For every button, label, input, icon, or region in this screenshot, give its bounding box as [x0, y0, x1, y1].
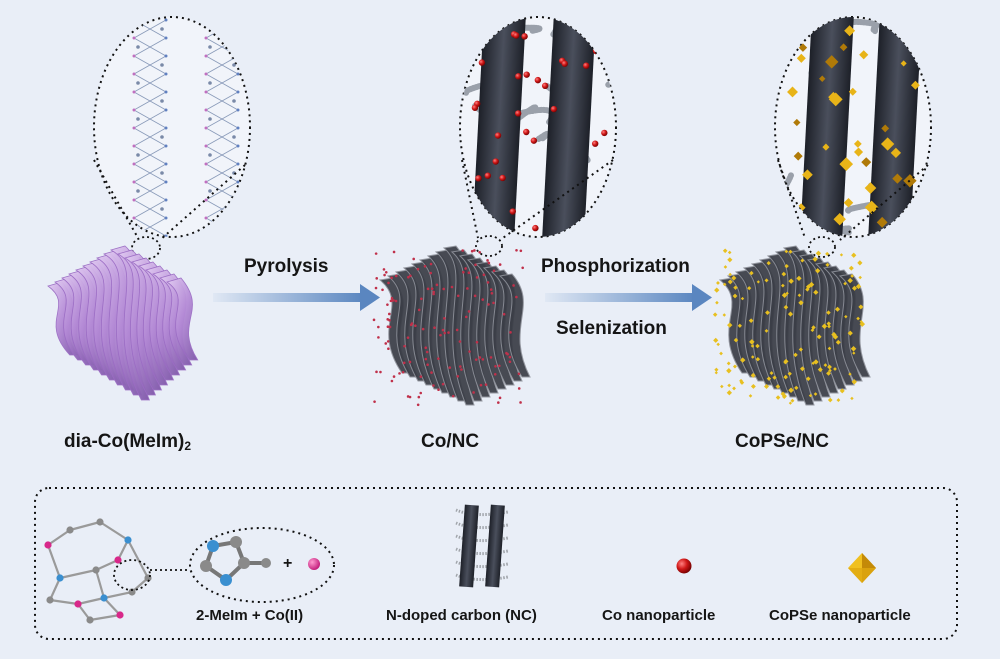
zoom-spot [113, 559, 151, 591]
carbon-strip-icon [455, 504, 509, 588]
zoom-line [777, 159, 806, 239]
zoom-spot [131, 236, 161, 260]
zoom-spot [808, 236, 836, 258]
carbon-strip [471, 17, 527, 237]
carbon-strip [867, 17, 923, 237]
magnified-mof-view [93, 16, 251, 260]
imidazole-icon [200, 536, 271, 586]
zoom-line [499, 159, 614, 241]
legend-ligand-label: 2-MeIm + Co(II) [196, 607, 304, 624]
co-ion-icon [308, 558, 320, 570]
legend-box [34, 487, 958, 640]
step-pyrolysis-label: Pyrolysis [244, 256, 329, 277]
step-selenization-label: Selenization [556, 318, 667, 339]
step-phosphorization-label: Phosphorization [541, 256, 690, 277]
mof-lattice [132, 18, 240, 237]
copse-nanoparticles [787, 25, 920, 236]
zoom-line [839, 164, 929, 241]
mof-flower [47, 245, 199, 401]
copse-nanoparticle-icon [848, 553, 876, 583]
mof-cage-icon [44, 518, 152, 624]
carbon-strip [799, 17, 855, 237]
intermediate-name: Co/NC [421, 431, 480, 452]
precursor-name-main: dia-Co(MeIm) [64, 431, 185, 452]
legend-co-label: Co nanoparticle [602, 607, 716, 624]
arrow-pyrolysis [213, 284, 380, 311]
copse-flower [712, 245, 871, 406]
arrow-phosphorization [545, 284, 712, 311]
conc-flower [372, 245, 531, 407]
precursor-name-subscript: 2 [184, 439, 192, 453]
zoom-line [159, 164, 246, 241]
legend-carbon-label: N-doped carbon (NC) [386, 607, 537, 624]
carbon-strip [541, 17, 597, 237]
legend-plus: + [283, 555, 293, 572]
magnified-copse-view [774, 16, 932, 258]
zoom-spot [475, 235, 503, 257]
ligand-zoom [189, 527, 335, 603]
legend-copse-label: CoPSe nanoparticle [769, 607, 911, 624]
zoom-line [461, 159, 479, 239]
co-nanoparticle-icon [676, 558, 692, 574]
product-name: CoPSe/NC [735, 431, 829, 452]
magnified-conc-view [459, 16, 617, 257]
precursor-name: dia-Co(MeIm)2 [64, 431, 191, 453]
